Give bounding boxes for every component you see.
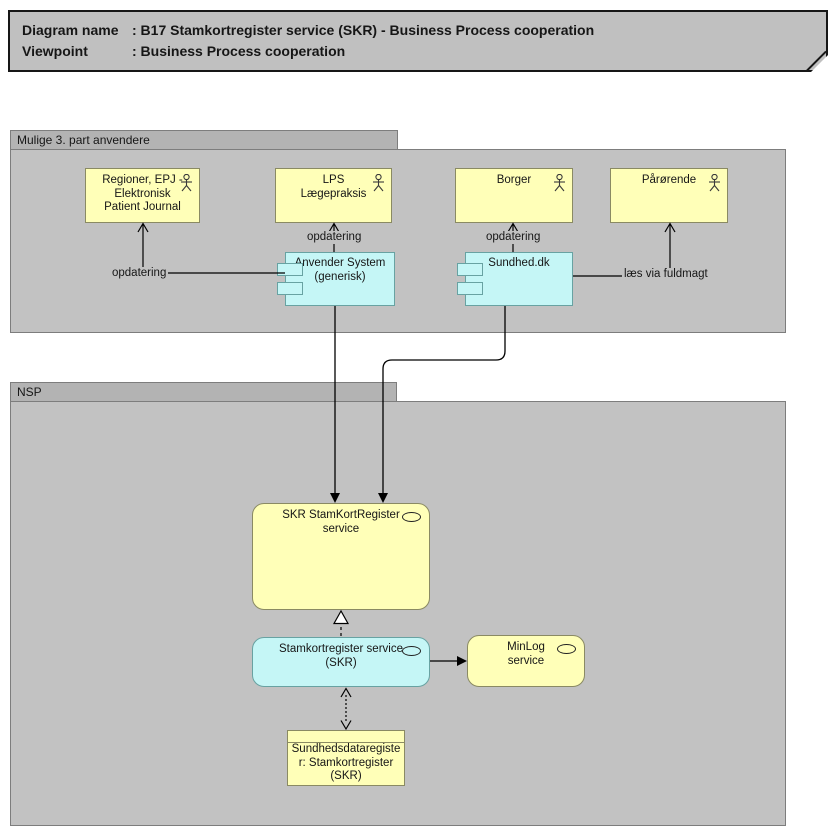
diagram-name-value: : B17 Stamkortregister service (SKR) - B… [132, 22, 595, 38]
component-port-icon [277, 282, 303, 295]
actor-icon [373, 174, 384, 192]
component-anvender-system[interactable]: Anvender System (generisk) [277, 252, 395, 306]
viewpoint-label: Viewpoint [22, 43, 88, 59]
component-sundhed-dk-label: Sundhed.dk [488, 257, 550, 269]
relation-label-opdatering-borger: opdatering [484, 231, 543, 244]
actor-lps-laegepraksis[interactable]: LPS Lægepraksis [275, 168, 392, 223]
relation-label-opdatering-regioner: opdatering [110, 267, 169, 280]
viewpoint-value: : Business Process cooperation [132, 43, 346, 59]
actor-icon [181, 174, 192, 192]
service-oval-icon [557, 644, 576, 654]
component-port-icon [457, 282, 483, 295]
object-sundhedsdataregister-label: Sundhedsdataregiste r: Stamkortregister … [291, 743, 401, 782]
actor-paaroerende[interactable]: Pårørende [610, 168, 728, 223]
note-diagram-info[interactable]: Diagram name : B17 Stamkortregister serv… [8, 10, 828, 72]
relation-label-laes-via-fuldmagt: læs via fuldmagt [622, 268, 710, 281]
object-sundhedsdataregister[interactable]: Sundhedsdataregiste r: Stamkortregister … [287, 730, 405, 786]
relation-label-opdatering-lps: opdatering [305, 231, 364, 244]
app-stamkortregister-service[interactable]: Stamkortregister service (SKR) [252, 637, 430, 687]
component-anvender-system-label: Anvender System (generisk) [294, 257, 386, 283]
group-nsp-tab[interactable]: NSP [10, 382, 397, 402]
actor-borger-label: Borger [496, 174, 532, 186]
object-top-bar [288, 731, 404, 743]
service-minlog[interactable]: MinLog service [467, 635, 585, 687]
actor-icon [709, 174, 720, 192]
actor-lps-label: LPS Lægepraksis [300, 174, 367, 200]
actor-paaroerende-label: Pårørende [641, 174, 697, 186]
service-minlog-label: MinLog service [507, 641, 545, 667]
component-sundhed-dk[interactable]: Sundhed.dk [457, 252, 573, 306]
service-oval-icon [402, 646, 421, 656]
component-port-icon [277, 263, 303, 276]
group-mulige-3-part-anvendere-tab[interactable]: Mulige 3. part anvendere [10, 130, 398, 150]
component-port-icon [457, 263, 483, 276]
actor-icon [554, 174, 565, 192]
actor-regioner-epj[interactable]: Regioner, EPJ - Elektronisk Patient Jour… [85, 168, 200, 223]
actor-borger[interactable]: Borger [455, 168, 573, 223]
service-skr-stamkortregister[interactable]: SKR StamKortRegister service [252, 503, 430, 610]
diagram-name-label: Diagram name [22, 22, 119, 38]
actor-regioner-epj-label: Regioner, EPJ - Elektronisk Patient Jour… [102, 174, 183, 213]
service-skr-label: SKR StamKortRegister service [282, 509, 400, 535]
service-oval-icon [402, 512, 421, 522]
app-stamkortregister-service-label: Stamkortregister service (SKR) [279, 643, 403, 669]
